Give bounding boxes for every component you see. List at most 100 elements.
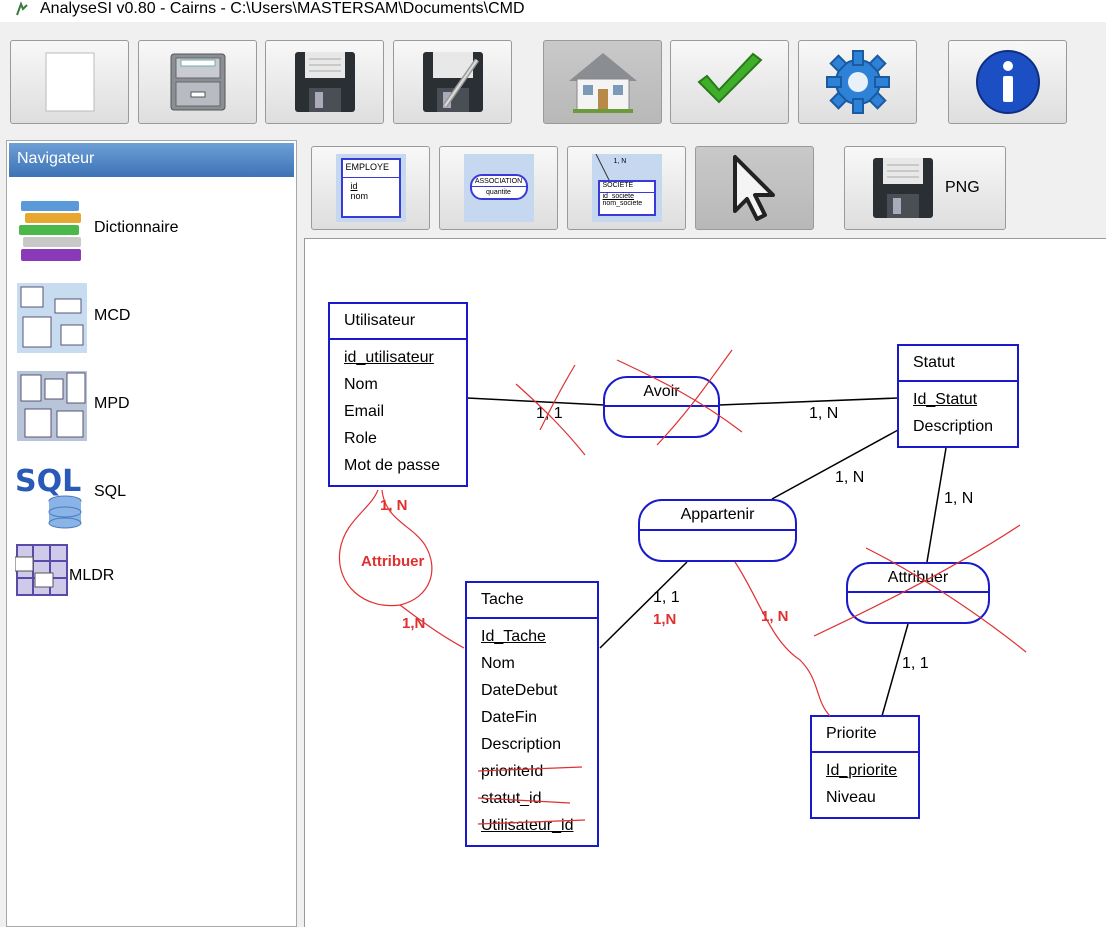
entity-attribute: Mot de passe [344,457,441,474]
nav-item-label: MCD [94,307,131,324]
association-attribuer[interactable]: Attribuer [846,562,990,624]
link-tool-icon: 1, N SOCIETE id_societe nom_societe [591,154,662,222]
entity-tool-title: EMPLOYE [342,160,399,178]
link-tool-button[interactable]: 1, N SOCIETE id_societe nom_societe [567,146,686,230]
nav-item-label: Dictionnaire [94,219,179,236]
association-appartenir[interactable]: Appartenir [638,499,797,562]
annotation-cardinality: 1, N [380,497,408,514]
cardinality-label: 1, N [809,405,839,422]
annotation-cardinality: 1, N [761,608,789,625]
svg-text:SQL: SQL [15,464,81,499]
link-tool-card: 1, N [613,158,627,165]
export-png-label: PNG [945,179,980,196]
check-icon [696,52,763,104]
home-button[interactable] [543,40,662,124]
entity-tache[interactable]: Tache Id_Tache Nom DateDebut DateFin Des… [465,581,599,847]
entity-utilisateur[interactable]: Utilisateur id_utilisateur Nom Email Rol… [328,302,468,487]
association-tool-icon: ASSOCIATION quantite [463,154,534,222]
nav-item-mldr[interactable]: MLDR [7,541,296,617]
cardinality-label: 1, 1 [902,655,929,672]
entity-attribute: Niveau [826,789,876,806]
cardinality-label: 1, 1 [653,589,680,606]
nav-item-sql[interactable]: SQL SQL [7,457,296,533]
title-bar: AnalyseSI v0.80 - Cairns - C:\Users\MAST… [0,0,1106,22]
cardinality-label: 1, N [835,469,865,486]
nav-item-dictionnaire[interactable]: Dictionnaire [7,193,296,269]
export-png-button[interactable]: PNG [844,146,1006,230]
entity-attribute: Id_Statut [913,391,978,408]
entity-attribute: Email [344,403,385,420]
annotation-association: Attribuer [361,553,425,570]
info-button[interactable] [948,40,1067,124]
navigator-panel: Navigateur Dictionnaire MCD [6,140,297,927]
association-tool-button[interactable]: ASSOCIATION quantite [439,146,558,230]
app-icon [16,1,28,16]
nav-item-label: MPD [94,395,130,412]
entity-attribute: Nom [344,376,378,393]
entity-attribute: Role [344,430,377,447]
entity-tool-button[interactable]: EMPLOYE id nom [311,146,430,230]
link-tool-title: SOCIETE [599,182,654,193]
nav-item-mcd[interactable]: MCD [7,281,296,357]
entity-name: Statut [899,346,1017,382]
save-icon [294,52,355,112]
entity-attribute: prioriteId [481,763,544,780]
nav-item-label: MLDR [69,567,115,584]
gear-icon [825,50,890,114]
settings-button[interactable] [798,40,917,124]
open-file-icon [170,53,225,111]
entity-statut[interactable]: Statut Id_Statut Description [897,344,1019,448]
entity-attribute: Description [481,736,562,753]
association-tool-attr: quantite [486,189,511,196]
info-icon [975,50,1040,114]
association-name: Appartenir [640,501,795,531]
entity-attribute: id_utilisateur [344,349,434,366]
entity-name: Utilisateur [330,304,466,340]
new-button[interactable] [10,40,129,124]
new-file-icon [45,52,94,112]
mpd-icon [17,371,87,441]
entity-priorite[interactable]: Priorite Id_priorite Niveau [810,715,920,819]
save-icon [873,158,933,218]
entity-attribute: statut_id [481,790,542,807]
entity-tool-attr: id [350,181,358,191]
link-tool-attr: id_societe [602,193,635,200]
validate-button[interactable] [670,40,789,124]
select-tool-button[interactable] [695,146,814,230]
entity-attribute: Utilisateur_id [481,817,574,834]
save-as-button[interactable] [393,40,512,124]
entity-attribute: DateDebut [481,682,558,699]
sql-icon: SQL [15,464,82,529]
window-title: AnalyseSI v0.80 - Cairns - C:\Users\MAST… [40,0,525,17]
save-as-icon [422,52,483,112]
entity-tool-icon: EMPLOYE id nom [335,154,406,222]
save-button[interactable] [265,40,384,124]
association-tool-title: ASSOCIATION [471,176,526,187]
cursor-icon [732,155,775,221]
entity-tool-attr: nom [350,191,369,201]
entity-attribute: Description [913,418,994,435]
association-avoir[interactable]: Avoir [603,376,720,438]
link-line [595,154,610,183]
cardinality-label: 1, N [944,490,974,507]
annotation-cardinality: 1,N [402,615,426,632]
open-button[interactable] [138,40,257,124]
entity-attribute: Id_priorite [826,762,898,779]
home-icon [568,53,637,113]
mldr-icon [15,544,68,596]
books-icon [19,201,81,261]
nav-item-mpd[interactable]: MPD [7,369,296,445]
navigator-title: Navigateur [9,143,294,177]
entity-name: Priorite [812,717,918,753]
mcd-icon [17,283,87,353]
entity-attribute: Nom [481,655,515,672]
annotation-cardinality: 1,N [653,611,677,628]
association-name: Avoir [605,378,718,407]
entity-attribute: DateFin [481,709,538,726]
nav-item-label: SQL [94,483,127,500]
association-name: Attribuer [848,564,988,593]
cardinality-label: 1, 1 [536,405,563,422]
link-tool-attr: nom_societe [602,200,643,207]
entity-name: Tache [467,583,597,619]
entity-attribute: Id_Tache [481,628,546,645]
